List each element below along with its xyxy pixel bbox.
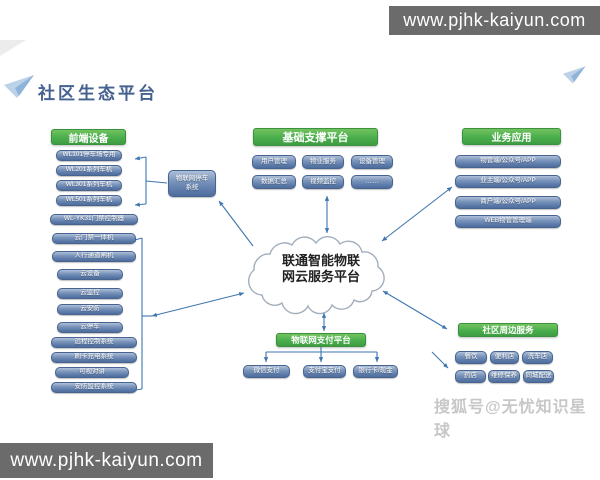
device-box: 人行通道闸机 — [52, 251, 136, 262]
support-box: …… — [351, 175, 393, 189]
device-box: 云设备 — [57, 269, 123, 280]
device-box: 可视对讲 — [55, 367, 129, 378]
payment-box: 支付宝支付 — [303, 365, 346, 378]
url-bar-bottom: www.pjhk-kaiyun.com — [0, 443, 213, 478]
support-platform-header: 基础支撑平台 — [253, 128, 378, 146]
support-box: 视频监控 — [302, 175, 344, 189]
page-title: 社区生态平台 — [38, 84, 158, 103]
device-box: 远程控制系统 — [51, 337, 137, 348]
cloud-platform-label: 联通智能物联 网云服务平台 — [262, 253, 380, 284]
device-box: WL-YK31门禁控制器 — [50, 214, 138, 225]
service-box: 维修保养 — [488, 370, 520, 383]
business-app-box: 商户端/公众号/APP — [455, 196, 561, 209]
business-app-box: 业主端/公众号/APP — [455, 175, 561, 188]
service-box: 餐饮 — [455, 351, 487, 364]
corner-decoration — [0, 40, 26, 56]
payment-platform-header: 物联网支付平台 — [276, 333, 366, 347]
cloud-label-line2: 网云服务平台 — [281, 268, 360, 284]
support-box: 用户管理 — [252, 155, 296, 169]
device-box: 安防监控系统 — [51, 382, 137, 393]
device-box: WL201系列车机 — [56, 165, 122, 176]
device-box: 刷卡充电系统 — [51, 352, 137, 363]
support-box: 物业服务 — [302, 155, 344, 169]
service-box: 同城配送 — [523, 370, 554, 383]
device-box: 云监控 — [57, 288, 123, 299]
paper-plane-icon-small — [563, 66, 586, 84]
front-devices-header: 前端设备 — [51, 129, 126, 145]
device-box: 云停车 — [57, 322, 123, 333]
support-box: 设备管理 — [351, 155, 393, 169]
parking-system-box: 物联网停车 系统 — [168, 170, 216, 197]
parking-system-line2: 系统 — [185, 183, 199, 191]
device-box: WL101停车场专用 — [56, 150, 122, 161]
url-bar-top: www.pjhk-kaiyun.com — [389, 6, 600, 35]
business-app-box: 物管端/公众号/APP — [455, 155, 561, 168]
service-box: 洗车店 — [522, 351, 553, 364]
community-services-header: 社区周边服务 — [458, 323, 558, 337]
device-box: WL301系列车机 — [56, 180, 122, 191]
device-box: 云安防 — [57, 304, 123, 315]
payment-box: 银行卡/现金 — [353, 365, 398, 378]
business-apps-header: 业务应用 — [462, 128, 561, 145]
device-box: 云门禁一体机 — [52, 233, 136, 244]
paper-plane-icon — [4, 75, 34, 98]
cloud-label-line1: 联通智能物联 — [281, 253, 360, 268]
service-box: 便利店 — [490, 351, 519, 364]
watermark-text: 搜狐号@无忧知识星球 — [434, 399, 587, 440]
device-box: WL501系列车机 — [56, 195, 122, 206]
support-box: 数据汇总 — [252, 175, 296, 189]
business-app-box: WEB物管管理端 — [455, 215, 561, 228]
service-box: 药店 — [455, 370, 486, 383]
payment-box: 微信支付 — [243, 365, 290, 378]
parking-system-line1: 物联网停车 — [175, 175, 209, 183]
cloud-shape — [247, 236, 385, 315]
